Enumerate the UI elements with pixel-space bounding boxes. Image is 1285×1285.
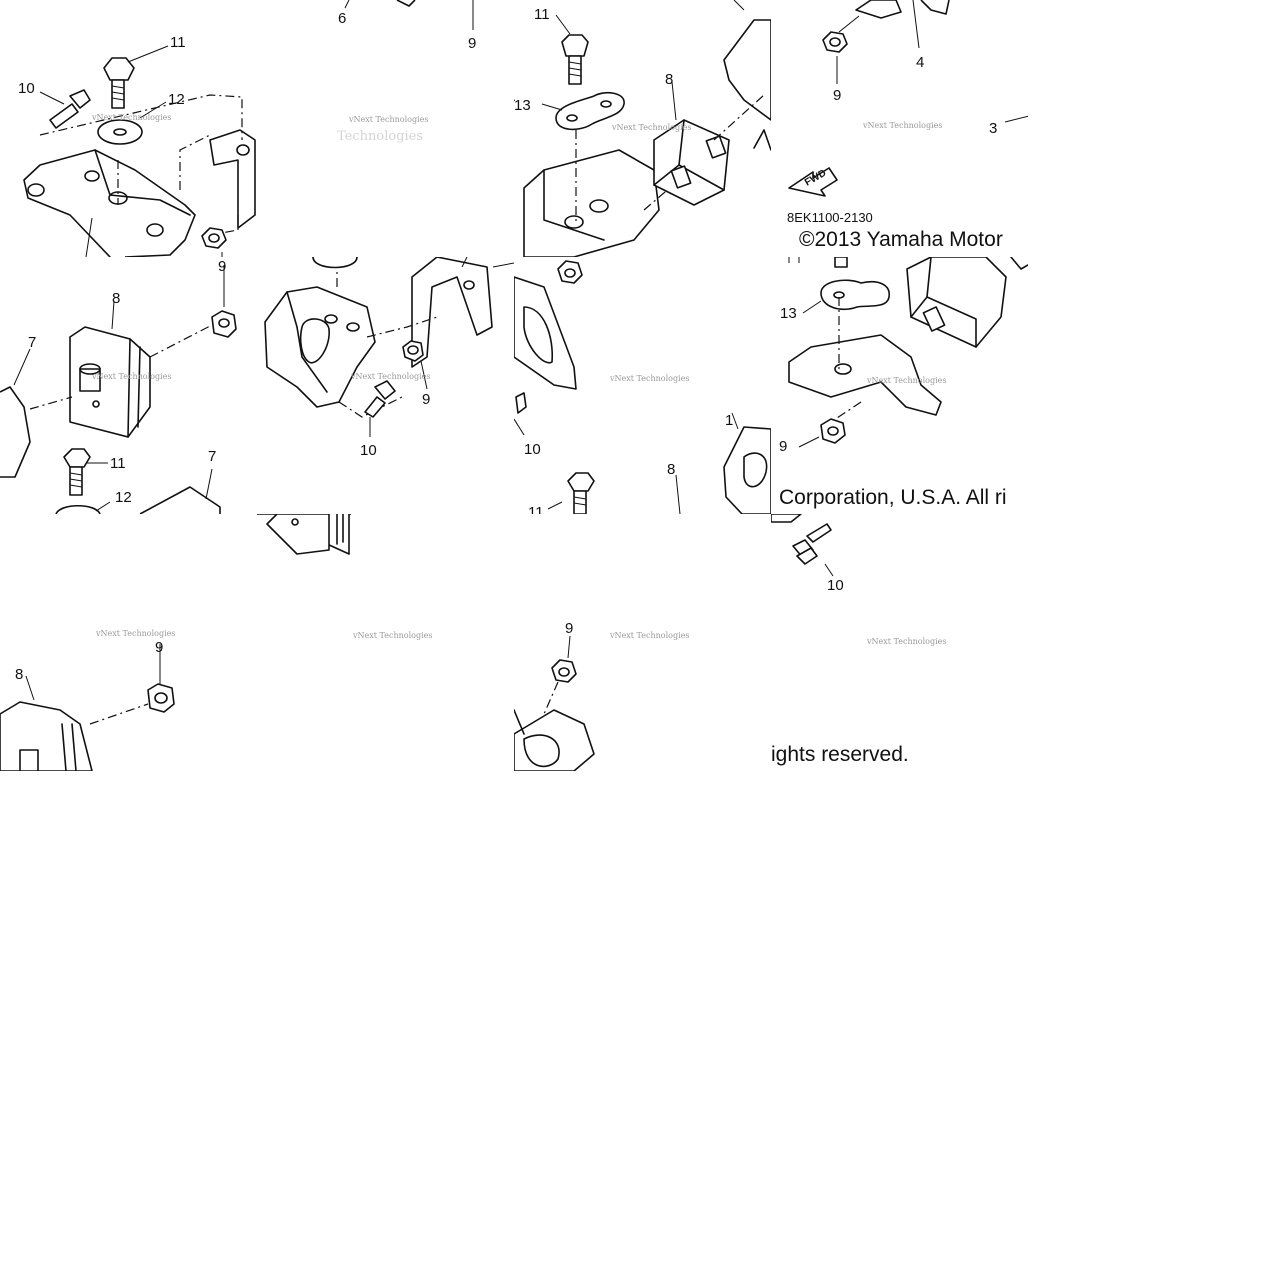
tile-r2-c3: 10 1 8 11 vNext Technologies: [514, 257, 771, 514]
watermark: Technologies: [337, 129, 423, 144]
callout-10: 10: [524, 441, 541, 458]
forward-arrow-icon: FWD: [788, 167, 838, 197]
callout-12: 12: [115, 489, 132, 506]
copyright-text: ights reserved.: [771, 743, 909, 766]
callout-11: 11: [170, 34, 186, 51]
callout-4: 4: [916, 54, 924, 71]
callout-13: 13: [514, 97, 531, 114]
callout-11: 11: [110, 455, 126, 472]
callout-9: 9: [422, 391, 430, 408]
watermark: vNext Technologies: [866, 376, 946, 385]
tile-r3-c2: vNext Technologies: [257, 514, 514, 771]
callout-8: 8: [112, 290, 120, 307]
callout-7: 7: [208, 448, 216, 465]
callout-10: 10: [18, 80, 35, 97]
callout-3: 3: [989, 120, 997, 137]
callout-8: 8: [15, 666, 23, 683]
watermark: vNext Technologies: [91, 372, 171, 381]
tile-r3-c3: 9 vNext Technologies: [514, 514, 771, 771]
copyright-text: ©2013 Yamaha Motor: [799, 228, 1003, 251]
tile-r1-c4: 4 9 3 FWD 8EK1100-2130 ©2013 Yamaha Moto…: [771, 0, 1028, 257]
watermark: vNext Technologies: [348, 115, 428, 124]
copyright-text: Corporation, U.S.A. All ri: [779, 486, 1007, 509]
watermark: vNext Technologies: [862, 121, 942, 130]
watermark: vNext Technologies: [609, 631, 689, 640]
part-code: 8EK1100-2130: [787, 210, 873, 225]
watermark: vNext Technologies: [91, 113, 171, 122]
callout-13: 13: [780, 305, 797, 322]
callout-2: 2: [468, 257, 476, 261]
callout-12: 12: [168, 91, 185, 108]
callout-11: 11: [534, 6, 550, 23]
callout-11: 11: [528, 504, 544, 514]
callout-1: 1: [725, 412, 733, 429]
tile-r2-c4: 13 9 Corporation, U.S.A. All ri vNext Te…: [771, 257, 1028, 514]
tile-r1-c2: 6 9 Technologies vNext Technologies: [257, 0, 514, 257]
callout-8: 8: [665, 71, 673, 88]
tile-r1-c1: 11 10 12 vNext Technologies: [0, 0, 257, 257]
tile-r2-c2: 2 9 10 vNext Technologies: [257, 257, 514, 514]
callout-10: 10: [827, 577, 844, 594]
watermark: vNext Technologies: [866, 637, 946, 646]
callout-9: 9: [565, 620, 573, 637]
callout-10: 10: [360, 442, 377, 459]
tile-r3-c4: 10 vNext Technologies ights reserved.: [771, 514, 1028, 771]
tile-r2-c1: 9 8 7 11 12 7 vNext Technologies: [0, 257, 257, 514]
tile-r1-c3: 11 13 8 vNext Technologies: [514, 0, 771, 257]
watermark: vNext Technologies: [352, 631, 432, 640]
callout-9: 9: [468, 35, 476, 52]
callout-6: 6: [338, 10, 346, 27]
watermark: vNext Technologies: [609, 374, 689, 383]
callout-8: 8: [667, 461, 675, 478]
callout-7: 7: [28, 334, 36, 351]
watermark: vNext Technologies: [350, 372, 430, 381]
callout-9: 9: [155, 639, 163, 656]
callout-9: 9: [779, 438, 787, 455]
watermark: vNext Technologies: [611, 123, 691, 132]
bracket-assembly-view: 11 10 12 vNext Technologies: [18, 34, 256, 257]
watermark: vNext Technologies: [95, 629, 175, 638]
callout-9: 9: [833, 87, 841, 104]
callout-9: 9: [218, 258, 226, 275]
tile-r3-c1: 9 8 vNext Technologies: [0, 514, 257, 771]
